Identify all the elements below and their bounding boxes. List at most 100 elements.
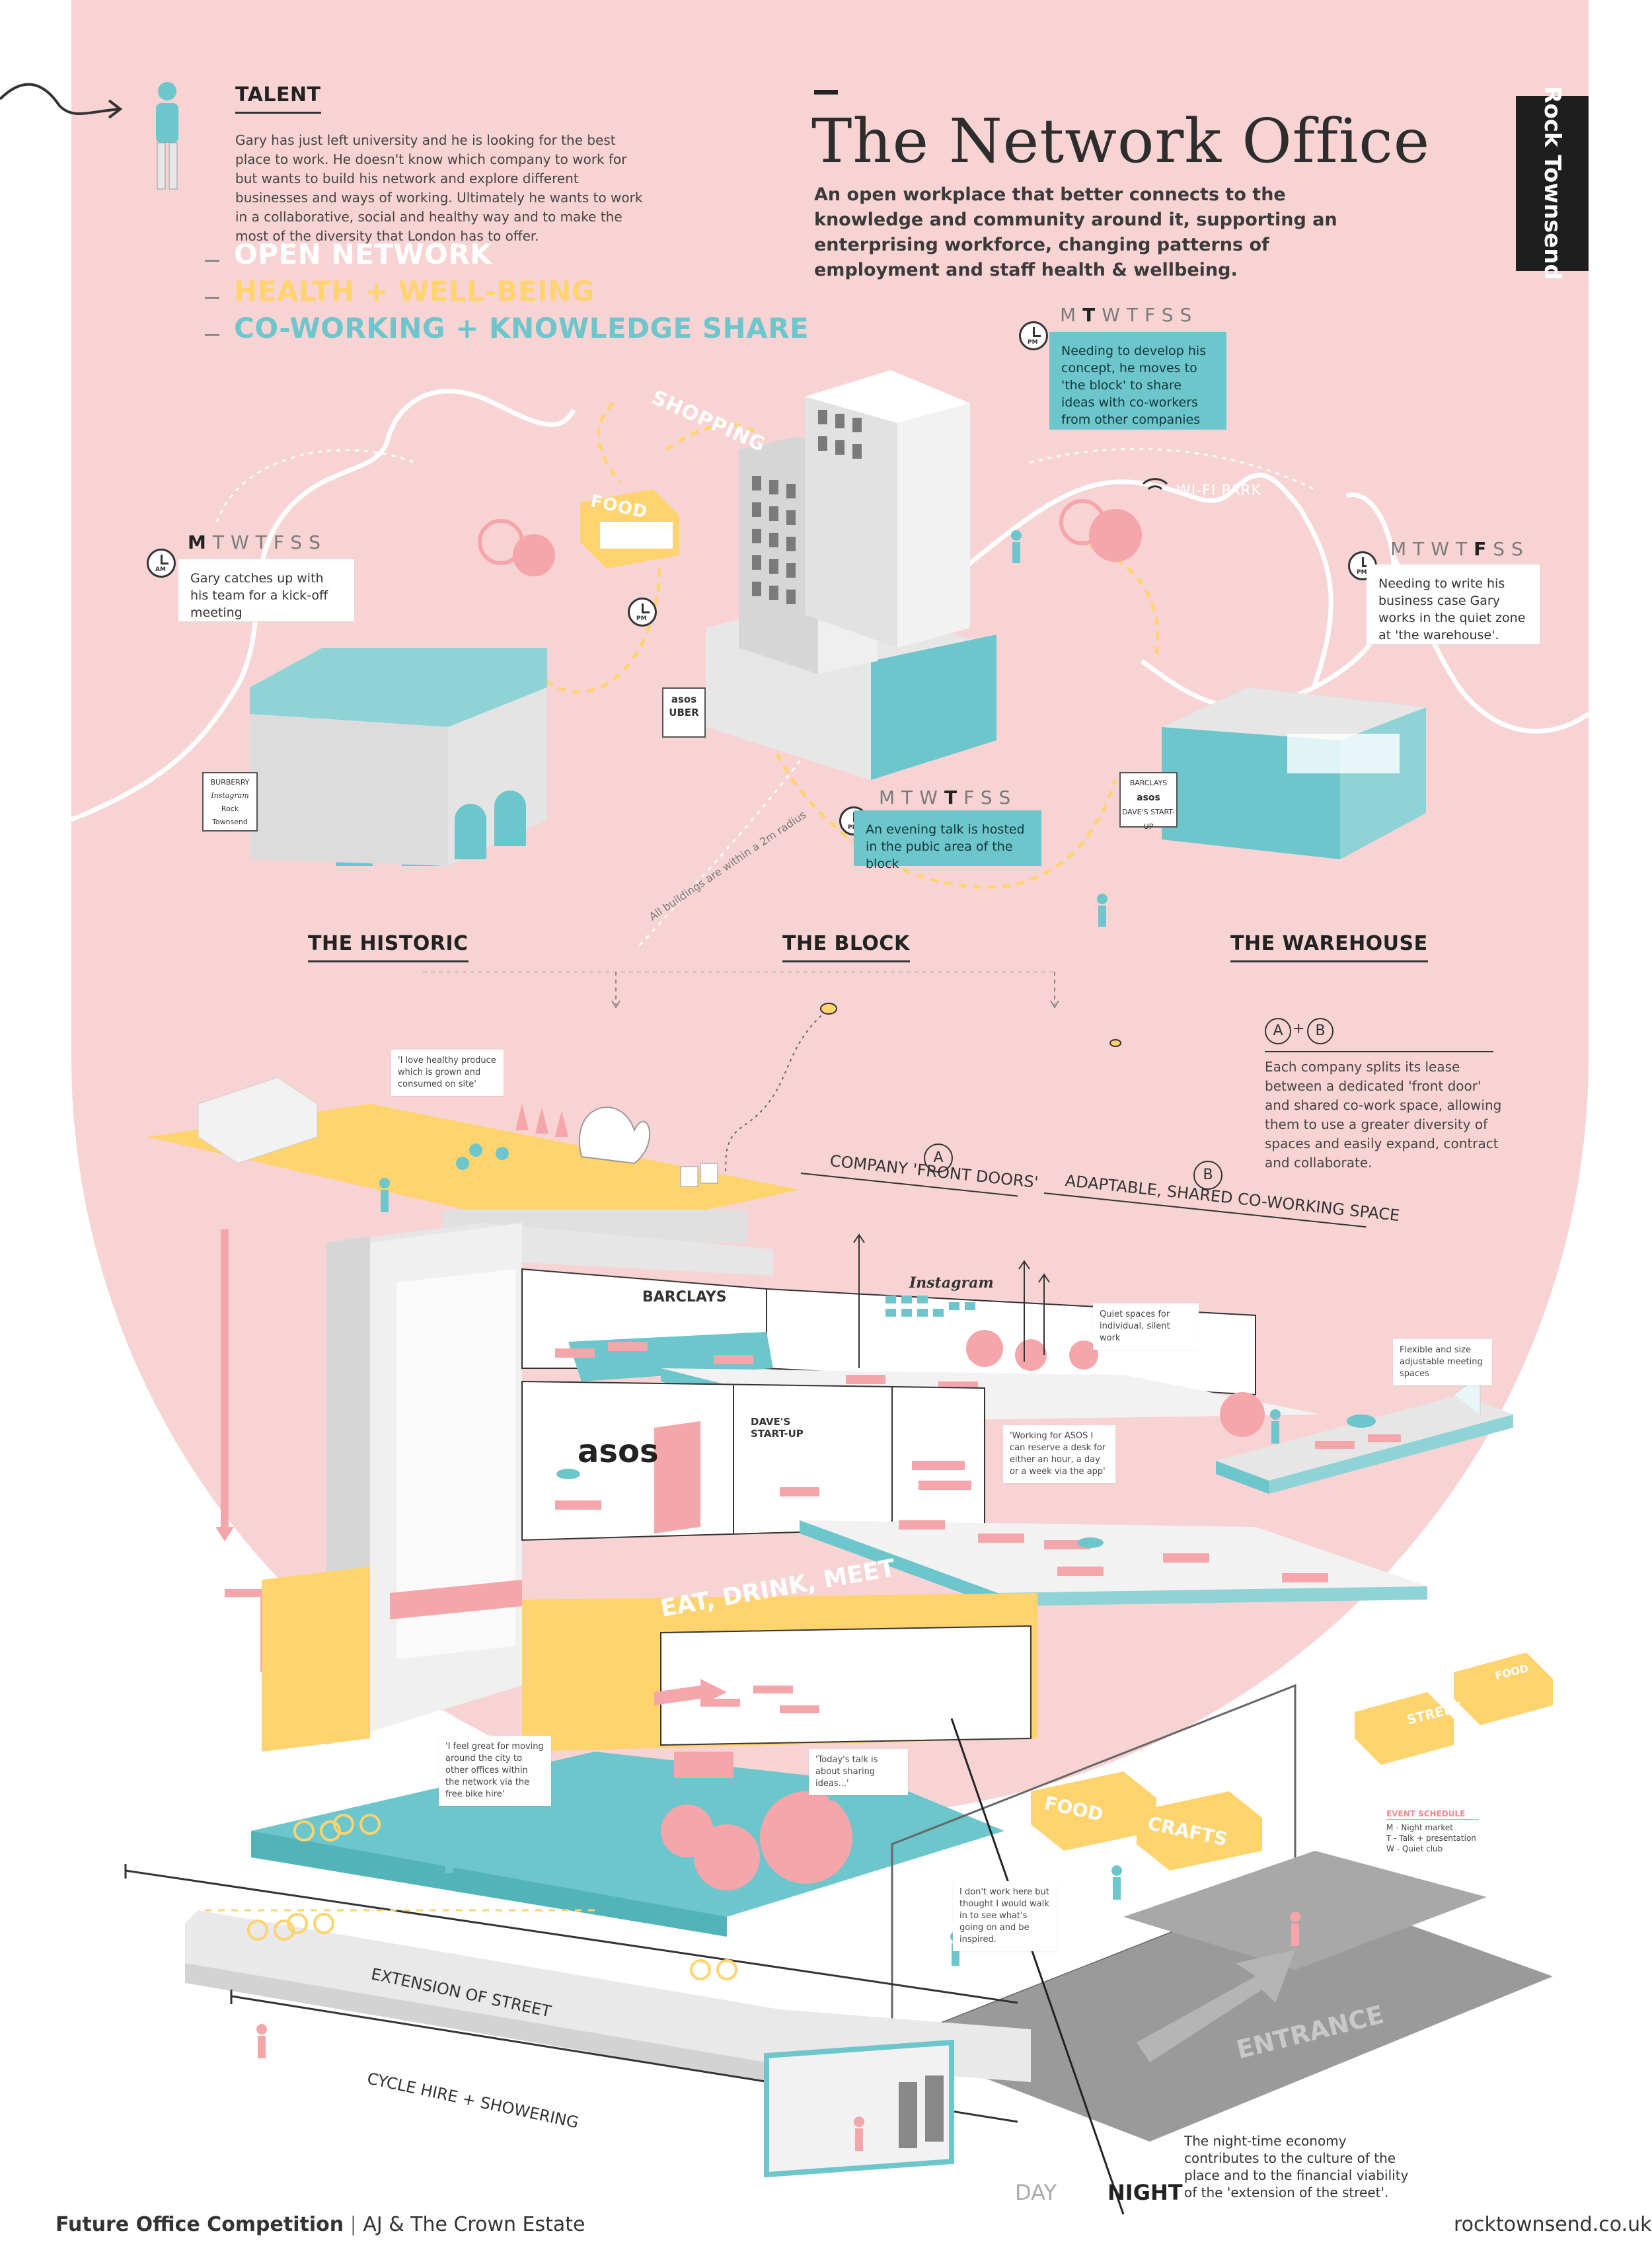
badge-b: B [1307, 1018, 1333, 1044]
schedule-day-letter: T [255, 531, 274, 553]
footer-left: Future Office Competition | AJ & The Cro… [56, 2213, 585, 2236]
night-label: NIGHT [1108, 2180, 1183, 2205]
talent-label: TALENT [235, 83, 321, 114]
schedule-day-letter: S [998, 787, 1018, 808]
sign-asos: asos [671, 693, 697, 705]
label-block: THE BLOCK [782, 932, 910, 962]
schedule-day-letter: T [901, 787, 920, 808]
entry-arrow-icon [0, 83, 123, 119]
schedule-day-letter: M [879, 787, 902, 808]
schedule-callout-thursday: An evening talk is hosted in the pubic a… [854, 810, 1041, 871]
warehouse-sign: BARCLAYS asos DAVE'S START-UP [1119, 772, 1178, 831]
instagram-label: Instagram [909, 1274, 994, 1292]
schedule-day-letter: S [1511, 538, 1530, 560]
schedule-days-monday: MTWTFSS [188, 531, 327, 553]
sign-asos: asos [1137, 793, 1160, 803]
page-subtitle: An open workplace that better connects t… [814, 184, 1337, 280]
sign-rock-townsend: Rock Townsend [211, 804, 248, 826]
theme-item: CO-WORKING + KNOWLEDGE SHARE [205, 312, 809, 349]
person-icon [156, 82, 178, 190]
theme-item: OPEN NETWORK [205, 238, 809, 275]
lease-rule [1265, 1051, 1493, 1052]
sign-uber: UBER [669, 707, 699, 718]
schedule-callout-monday: Gary catches up with his team for a kick… [178, 559, 354, 621]
event-item: W - Quiet club [1386, 1844, 1443, 1853]
theme-coworking: CO-WORKING + KNOWLEDGE SHARE [234, 312, 809, 344]
block-sign: asos UBER [662, 687, 706, 738]
label-warehouse: THE WAREHOUSE [1230, 932, 1428, 962]
page-title: The Network Office [811, 106, 1431, 176]
schedule-day-letter: T [1413, 538, 1431, 560]
day-label: DAY [1015, 2180, 1057, 2205]
schedule-day-letter: W [1431, 538, 1456, 560]
schedule-day-letter: W [1102, 304, 1127, 326]
brand-tab-label: Rock Townsend [1539, 86, 1565, 280]
schedule-days-thursday: MTWTFSS [879, 787, 1017, 808]
event-schedule: EVENT SCHEDULE M - Night market T - Talk… [1381, 1804, 1484, 1858]
themes-list: OPEN NETWORK HEALTH + WELL-BEING CO-WORK… [205, 238, 809, 349]
theme-item: HEALTH + WELL-BEING [205, 275, 809, 312]
schedule-callout-friday: Needing to write his business case Gary … [1367, 564, 1540, 644]
schedule-day-letter: S [309, 531, 327, 553]
schedule-day-letter: M [1060, 304, 1083, 326]
note-quiet: Quiet spaces for individual, silent work [1093, 1303, 1199, 1350]
schedule-day-letter: T [1126, 304, 1145, 326]
clock-icon: PM [1019, 321, 1048, 350]
label-historic: THE HISTORIC [308, 932, 469, 962]
schedule-day-letter: S [980, 787, 999, 808]
clock-icon: AM [147, 549, 176, 578]
network-map [71, 370, 1589, 947]
schedule-day-letter: T [1455, 538, 1474, 560]
schedule-callout-tuesday: Needing to develop his concept, he moves… [1049, 332, 1226, 430]
schedule-days-friday: MTWTFSS [1390, 538, 1530, 560]
schedule-day-letter: M [188, 531, 213, 553]
barclays-label: BARCLAYS [642, 1289, 727, 1305]
theme-health: HEALTH + WELL-BEING [234, 275, 595, 307]
schedule-day-letter: S [290, 531, 309, 553]
schedule-day-letter: S [1493, 538, 1511, 560]
event-item: M - Night market [1386, 1823, 1453, 1832]
footer-sponsor: AJ & The Crown Estate [363, 2213, 585, 2236]
daves-label: DAVE'S START-UP [751, 1416, 804, 1440]
schedule-day-letter: W [919, 787, 944, 808]
lease-text: Each company splits its lease between a … [1265, 1059, 1502, 1171]
schedule-day-letter: F [1145, 304, 1162, 326]
brand-tab: Rock Townsend [1516, 86, 1589, 280]
badge-plus: + [1293, 1021, 1305, 1037]
schedule-day-letter: F [273, 531, 291, 553]
schedule-day-letter: M [1390, 538, 1413, 560]
schedule-day-letter: T [944, 787, 964, 808]
badge-a-diagram: A [924, 1144, 953, 1173]
note-produce: 'I love healthy produce which is grown a… [391, 1050, 504, 1096]
theme-open-network: OPEN NETWORK [234, 238, 492, 270]
footer-website-link[interactable]: rocktownsend.co.uk [1454, 2213, 1652, 2236]
schedule-day-letter: W [230, 531, 256, 553]
schedule-day-letter: T [212, 531, 231, 553]
clock-icon: PM [628, 598, 657, 627]
schedule-day-letter: S [1161, 304, 1180, 326]
sign-instagram: Instagram [211, 791, 249, 800]
title-marker [814, 90, 838, 95]
sign-burberry: BURBERRY [210, 778, 250, 787]
schedule-day-letter: S [1180, 304, 1199, 326]
schedule-day-letter: F [963, 787, 981, 808]
schedule-day-letter: F [1474, 538, 1493, 560]
historic-sign: BURBERRY Instagram Rock Townsend [202, 772, 258, 832]
asos-label: asos [578, 1433, 659, 1470]
note-bike: 'I feel great for moving around the city… [439, 1736, 551, 1806]
note-asos-desk: 'Working for ASOS I can reserve a desk f… [1003, 1425, 1115, 1483]
note-night-economy: The night-time economy contributes to th… [1184, 2133, 1409, 2200]
wifi-park-label: WI-FI PARK [1176, 483, 1261, 499]
note-talk: 'Today's talk is about sharing ideas...' [809, 1749, 908, 1795]
note-meeting: Flexible and size adjustable meeting spa… [1393, 1339, 1492, 1385]
schedule-days-tuesday: MTWTFSS [1060, 304, 1198, 326]
badge-a: A [1265, 1018, 1291, 1044]
event-item: T - Talk + presentation [1386, 1834, 1476, 1843]
note-visitor: I don't work here but thought I would wa… [953, 1881, 1056, 1951]
event-schedule-title: EVENT SCHEDULE [1386, 1808, 1479, 1820]
sign-barclays: BARCLAYS [1129, 779, 1168, 787]
talent-text: Gary has just left university and he is … [235, 132, 643, 244]
badge-b-diagram: B [1193, 1161, 1222, 1190]
schedule-day-letter: T [1082, 304, 1102, 326]
footer-competition: Future Office Competition [56, 2213, 344, 2236]
